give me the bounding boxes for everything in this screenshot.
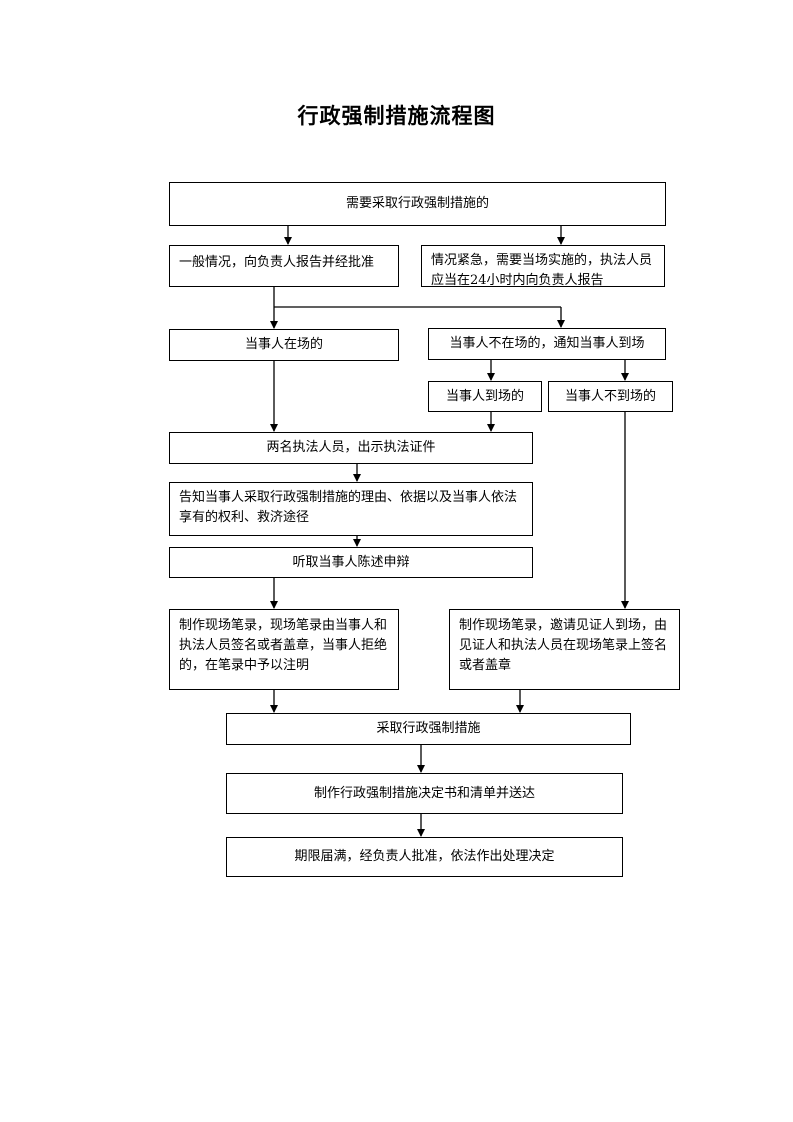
node-hear: 听取当事人陈述申辩 xyxy=(169,547,533,578)
node-take-measure: 采取行政强制措施 xyxy=(226,713,631,745)
node-record-witness: 制作现场笔录，邀请见证人到场，由见证人和执法人员在现场笔录上签名或者盖章 xyxy=(449,609,680,690)
node-present: 当事人在场的 xyxy=(169,329,399,361)
node-not-arrive: 当事人不到场的 xyxy=(548,381,673,412)
node-expire: 期限届满，经负责人批准，依法作出处理决定 xyxy=(226,837,623,877)
node-start: 需要采取行政强制措施的 xyxy=(169,182,666,226)
node-inform: 告知当事人采取行政强制措施的理由、依据以及当事人依法享有的权利、救济途径 xyxy=(169,482,533,536)
node-urgent: 情况紧急，需要当场实施的，执法人员应当在24小时内向负责人报告 xyxy=(421,245,665,287)
node-show-id: 两名执法人员，出示执法证件 xyxy=(169,432,533,464)
node-arrives: 当事人到场的 xyxy=(428,381,542,412)
node-absent: 当事人不在场的，通知当事人到场 xyxy=(428,328,666,360)
node-record-present: 制作现场笔录，现场笔录由当事人和执法人员签名或者盖章，当事人拒绝的，在笔录中予以… xyxy=(169,609,399,690)
page-title: 行政强制措施流程图 xyxy=(297,103,496,128)
node-normal: 一般情况，向负责人报告并经批准 xyxy=(169,245,399,287)
node-decision: 制作行政强制措施决定书和清单并送达 xyxy=(226,773,623,814)
